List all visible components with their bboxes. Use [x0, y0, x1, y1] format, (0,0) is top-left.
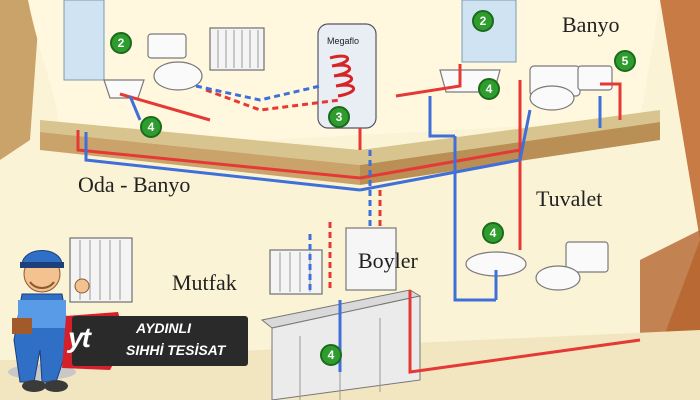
fixture-marker: 4	[320, 344, 342, 366]
brand-logo-text: yt	[68, 322, 91, 353]
brand-banner	[72, 316, 248, 366]
fixture-marker: 2	[110, 32, 132, 54]
fixture-marker: 5	[614, 50, 636, 72]
room-label-oda-banyo: Oda - Banyo	[78, 172, 191, 197]
room-label-mutfak: Mutfak	[172, 270, 237, 295]
room-label-tuvalet: Tuvalet	[536, 186, 603, 211]
fixture-marker: 2	[472, 10, 494, 32]
brand-name-line1: AYDINLI	[136, 320, 191, 336]
fixture-marker: 3	[328, 106, 350, 128]
fixture-marker: 4	[140, 116, 162, 138]
brand-name-line2: SIHHİ TESİSAT	[126, 342, 226, 358]
fixture-marker: 4	[478, 78, 500, 100]
fixture-marker: 4	[482, 222, 504, 244]
megaflo-label: Megaflo	[327, 36, 360, 46]
room-label-banyo: Banyo	[562, 12, 620, 37]
boyler-label: Boyler	[358, 248, 418, 273]
